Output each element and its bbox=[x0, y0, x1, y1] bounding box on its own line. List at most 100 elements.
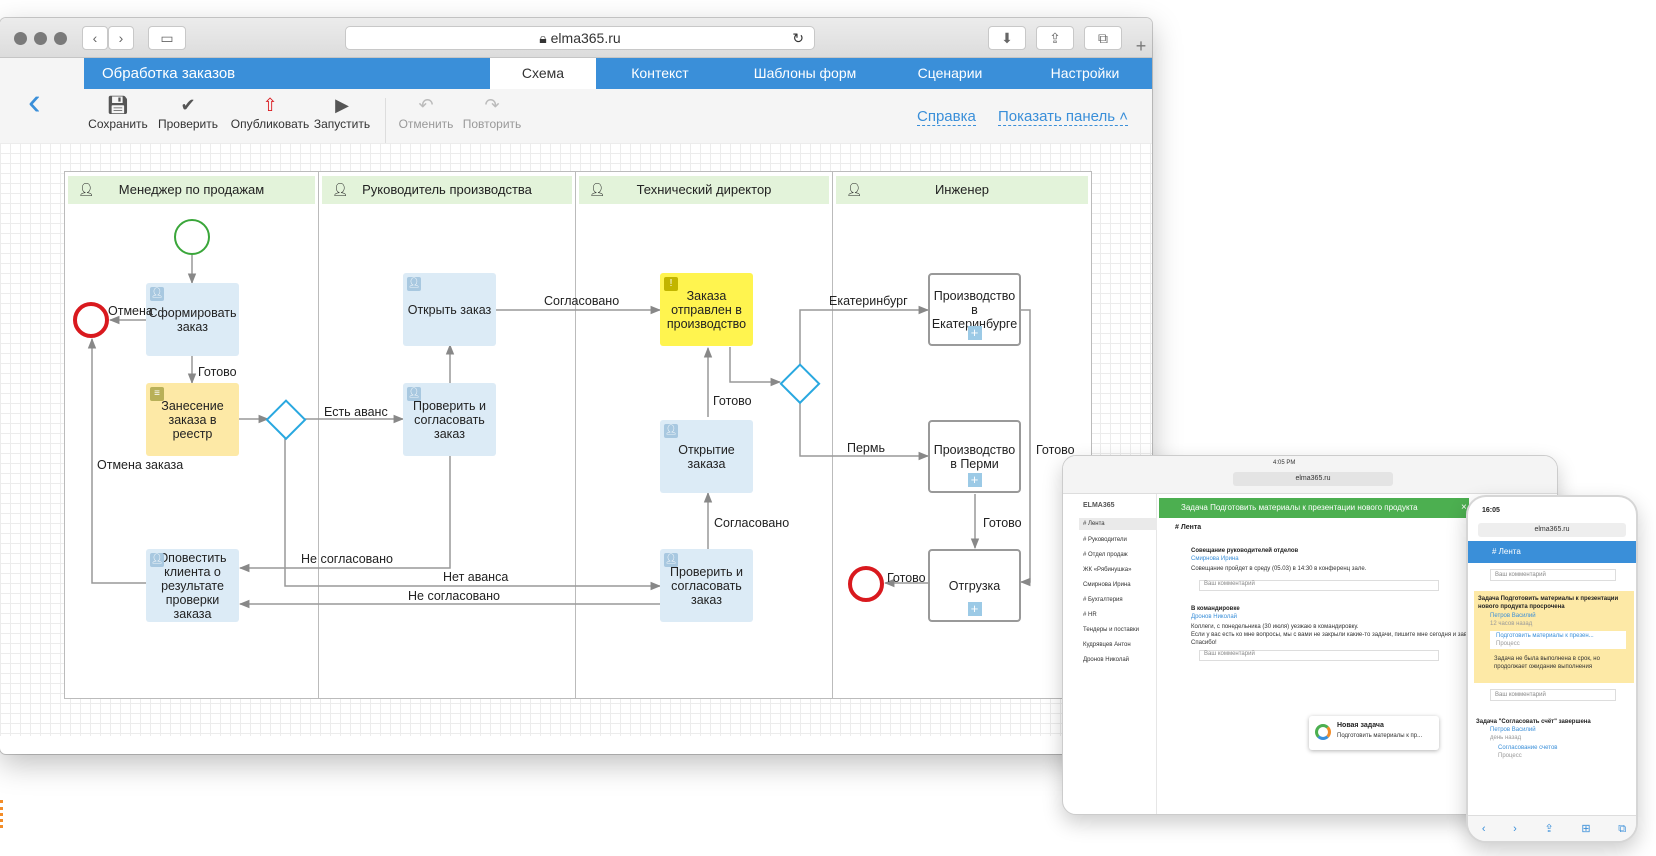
tablet-sidebar-item[interactable]: # Бухгалтерия bbox=[1083, 597, 1123, 603]
tabs-icon[interactable]: ⧉ bbox=[1618, 823, 1627, 835]
tablet-sidebar-item[interactable]: # Руководители bbox=[1083, 537, 1127, 543]
new-tab-icon[interactable]: + bbox=[1135, 36, 1147, 56]
done-time: день назад bbox=[1490, 735, 1522, 741]
comment-input[interactable]: Ваш комментарий bbox=[1199, 580, 1439, 591]
minimize-window-dot[interactable] bbox=[34, 32, 47, 45]
tablet-sidebar-item[interactable]: Дронов Николай bbox=[1083, 657, 1130, 663]
tab-settings[interactable]: Настройки bbox=[1050, 65, 1120, 81]
elma-logo: ELMA365 bbox=[1083, 502, 1115, 509]
phone-comment-input[interactable]: Ваш комментарий bbox=[1490, 689, 1616, 701]
address-bar[interactable]: 🔒︎ elma365.ru↻ bbox=[345, 26, 815, 50]
comment-input[interactable]: Ваш комментарий bbox=[1199, 650, 1439, 661]
page-title: Обработка заказов bbox=[102, 65, 236, 82]
post-author[interactable]: Смирнова Ирина bbox=[1191, 556, 1239, 562]
close-icon[interactable]: × bbox=[1461, 502, 1467, 513]
check-button[interactable]: ✔Проверить bbox=[148, 93, 228, 131]
back-arrow-icon[interactable]: ‹ bbox=[28, 81, 41, 123]
lane-separator bbox=[832, 171, 833, 699]
task-form-order[interactable]: 👤︎Сформировать заказ bbox=[146, 283, 239, 356]
tablet-sidebar-item[interactable]: # HR bbox=[1083, 612, 1097, 618]
expand-icon[interactable]: + bbox=[967, 326, 982, 340]
phone-comment-input[interactable]: Ваш комментарий bbox=[1490, 569, 1616, 581]
task-check-approve-1[interactable]: 👤︎Проверить и согласовать заказ bbox=[403, 383, 496, 456]
user-task-icon: 👤︎ bbox=[407, 277, 421, 291]
tablet-sidebar-item[interactable]: Кудрявцев Антон bbox=[1083, 642, 1131, 648]
tab-form-templates[interactable]: Шаблоны форм bbox=[753, 65, 857, 81]
forward-icon[interactable]: › bbox=[1513, 823, 1517, 835]
run-button[interactable]: ▶Запустить bbox=[302, 93, 382, 131]
gateway-advance bbox=[265, 399, 307, 441]
flow-label: Нет аванса bbox=[443, 570, 509, 584]
post-text: Коллеги, с понедельника (30 июля) уезжаю… bbox=[1191, 624, 1359, 630]
sidebar-toggle-icon[interactable]: ▭ bbox=[148, 26, 186, 50]
download-icon[interactable]: ⬇ bbox=[988, 26, 1026, 50]
task-order-sent[interactable]: !Заказа отправлен в производство bbox=[660, 273, 753, 346]
person-icon: 👤︎ bbox=[332, 182, 349, 197]
done-user[interactable]: Петров Василий bbox=[1490, 727, 1536, 733]
post-text: Спасибо! bbox=[1191, 640, 1217, 646]
help-link[interactable]: Справка bbox=[917, 108, 976, 126]
browser-toolbar: ‹ › ▭ 🔒︎ elma365.ru↻ ⬇ ⇪ ⧉ + bbox=[0, 18, 1152, 58]
tabs-icon[interactable]: ⧉ bbox=[1084, 26, 1122, 50]
flow-label: Готово bbox=[1036, 443, 1075, 457]
flow-label: Согласовано bbox=[544, 294, 620, 308]
user-task-icon: 👤︎ bbox=[407, 387, 421, 401]
subprocess-production-perm[interactable]: Производство в Перми+ bbox=[928, 420, 1021, 493]
lane-header-production-head: 👤︎Руководитель производства bbox=[322, 176, 572, 204]
save-button[interactable]: 💾︎Сохранить bbox=[78, 93, 158, 131]
flow-label: Готово bbox=[887, 571, 926, 585]
tablet-sidebar-item[interactable]: Смирнова Ирина bbox=[1083, 582, 1131, 588]
tab-context[interactable]: Контекст bbox=[631, 65, 689, 81]
publish-button[interactable]: ⇧Опубликовать bbox=[225, 93, 315, 131]
lane-header-tech-director: 👤︎Технический директор bbox=[579, 176, 829, 204]
flow-label: Не согласовано bbox=[301, 552, 393, 566]
toolbar-divider bbox=[385, 98, 386, 148]
expand-icon[interactable]: + bbox=[967, 473, 982, 487]
subprocess-production-ekb[interactable]: Производство в Екатеринбурге+ bbox=[928, 273, 1021, 346]
reload-icon[interactable]: ↻ bbox=[792, 30, 804, 46]
tablet-sidebar-item[interactable]: # Лента bbox=[1083, 521, 1105, 527]
task-open-order[interactable]: 👤︎Открыть заказ bbox=[403, 273, 496, 346]
user-task-icon: 👤︎ bbox=[664, 553, 678, 567]
bookmarks-icon[interactable]: ⊞ bbox=[1581, 823, 1591, 835]
phone-header: # Лента bbox=[1468, 541, 1636, 563]
lane-separator bbox=[318, 171, 319, 699]
task-notify-client[interactable]: 👤︎Оповестить клиента о результате провер… bbox=[146, 549, 239, 622]
tablet-sidebar-item[interactable]: ЖК «Рябинушка» bbox=[1083, 567, 1132, 573]
done-link[interactable]: Согласование счетов bbox=[1498, 745, 1558, 751]
post-author[interactable]: Дронов Николай bbox=[1191, 614, 1238, 620]
flow-label: Отмена bbox=[108, 304, 153, 318]
share-icon[interactable]: ⇪ bbox=[1036, 26, 1074, 50]
task-check-approve-2[interactable]: 👤︎Проверить и согласовать заказ bbox=[660, 549, 753, 622]
task-opening-order[interactable]: 👤︎Открытие заказа bbox=[660, 420, 753, 493]
person-icon: 👤︎ bbox=[589, 182, 606, 197]
back-icon[interactable]: ‹ bbox=[1481, 823, 1486, 835]
zoom-window-dot[interactable] bbox=[54, 32, 67, 45]
tab-scenarios[interactable]: Сценарии bbox=[917, 65, 983, 81]
overdue-card[interactable]: Задача Подготовить материалы к презентац… bbox=[1474, 591, 1634, 683]
share-icon[interactable]: ⇪ bbox=[1544, 823, 1554, 835]
tablet-sidebar-item[interactable]: Тендеры и поставки bbox=[1083, 627, 1139, 633]
user-task-icon: 👤︎ bbox=[150, 287, 164, 301]
phone-address-bar[interactable]: elma365.ru bbox=[1478, 523, 1626, 537]
show-panel-link[interactable]: Показать панель ˄ bbox=[998, 108, 1129, 126]
expand-icon[interactable]: + bbox=[967, 602, 982, 616]
app-header bbox=[84, 58, 1152, 89]
tablet-address-bar[interactable]: elma365.ru bbox=[1233, 472, 1393, 486]
tablet-sidebar-item[interactable]: # Отдел продаж bbox=[1083, 552, 1128, 558]
back-nav-icon[interactable]: ‹ bbox=[82, 26, 108, 50]
task-register-order[interactable]: ≡Занесение заказа в реестр bbox=[146, 383, 239, 456]
phone-bottom-bar: ‹ › ⇪ ⊞ ⧉ bbox=[1468, 815, 1636, 841]
connector bbox=[238, 456, 451, 573]
new-task-toast[interactable]: Новая задача Подготовить материалы к пр.… bbox=[1309, 716, 1439, 750]
close-window-dot[interactable] bbox=[14, 32, 27, 45]
forward-nav-icon[interactable]: › bbox=[108, 26, 134, 50]
task-banner[interactable]: Задача Подготовить материалы к презентац… bbox=[1159, 498, 1469, 518]
redo-button[interactable]: ↷Повторить bbox=[452, 93, 532, 131]
undo-button[interactable]: ↶Отменить bbox=[386, 93, 466, 131]
subprocess-shipping[interactable]: Отгрузка+ bbox=[928, 549, 1021, 622]
end-event-cancel bbox=[73, 302, 109, 338]
flow-label: Пермь bbox=[847, 441, 885, 455]
tab-schema[interactable]: Схема bbox=[490, 58, 596, 89]
